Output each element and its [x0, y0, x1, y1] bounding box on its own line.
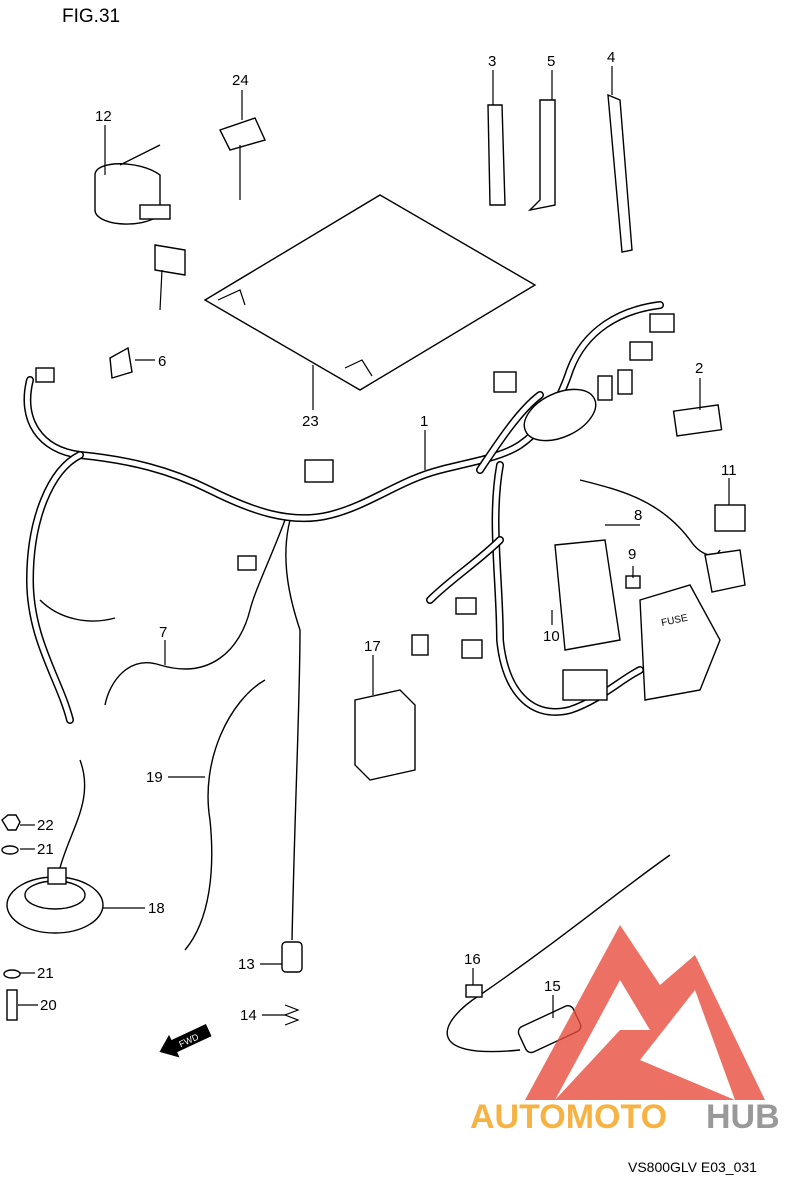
relay-unit — [354, 689, 416, 781]
neutral-switch — [281, 941, 303, 973]
wiring-harness — [23, 301, 721, 724]
spring — [283, 1004, 300, 1026]
callout-5: 5 — [547, 53, 555, 70]
horn — [6, 759, 104, 934]
fwd-arrow: FWD — [159, 1023, 212, 1058]
callout-16: 16 — [464, 951, 481, 968]
ignition-switch — [94, 144, 186, 311]
callout-18: 18 — [148, 900, 165, 917]
lead-wire-7 — [104, 609, 251, 706]
callout-20: 20 — [40, 997, 57, 1014]
harness-clamps — [487, 93, 633, 253]
callout-13: 13 — [238, 956, 255, 973]
callout-15: 15 — [544, 978, 561, 995]
fuse-box: FUSE — [554, 539, 721, 701]
watermark-logo — [525, 925, 765, 1100]
callout-6: 6 — [158, 353, 166, 370]
nut — [1, 814, 21, 831]
callout-24: 24 — [232, 72, 249, 89]
callout-7: 7 — [159, 624, 167, 641]
callout-1: 1 — [420, 413, 428, 430]
fuse-box-label: FUSE — [660, 613, 689, 629]
callout-21-upper: 21 — [37, 841, 54, 858]
bracket — [109, 346, 133, 379]
callout-9: 9 — [628, 546, 636, 563]
wiring-manual-sheet — [203, 194, 537, 391]
callout-8: 8 — [634, 507, 642, 524]
callout-19: 19 — [146, 769, 163, 786]
watermark-text-orange: AUTOMOTO — [470, 1098, 667, 1136]
callout-2: 2 — [695, 360, 703, 377]
turn-signal-relay — [704, 504, 746, 593]
callout-23: 23 — [302, 413, 319, 430]
bolt — [6, 989, 18, 1021]
callout-10: 10 — [543, 628, 560, 645]
callout-11: 11 — [721, 462, 737, 479]
watermark-text-gray: HUB — [706, 1098, 780, 1136]
callout-17: 17 — [364, 638, 381, 655]
callout-leaders — [18, 66, 730, 1018]
callout-22: 22 — [37, 817, 54, 834]
screw — [465, 984, 483, 998]
neutral-switch-wire — [291, 629, 301, 941]
callout-3: 3 — [488, 53, 496, 70]
key-set — [219, 117, 266, 200]
washer-upper — [1, 845, 19, 855]
callout-12: 12 — [95, 108, 112, 125]
lead-wire-19 — [184, 679, 266, 951]
figure-title: FIG.31 — [62, 6, 120, 27]
washer-lower — [3, 969, 21, 979]
watermark-triangle — [525, 925, 765, 1100]
footer-code: VS800GLV E03_031 — [628, 1159, 757, 1175]
callout-14: 14 — [240, 1007, 257, 1024]
callout-21-lower: 21 — [37, 965, 54, 982]
callout-4: 4 — [607, 49, 615, 66]
fuse — [672, 404, 723, 437]
